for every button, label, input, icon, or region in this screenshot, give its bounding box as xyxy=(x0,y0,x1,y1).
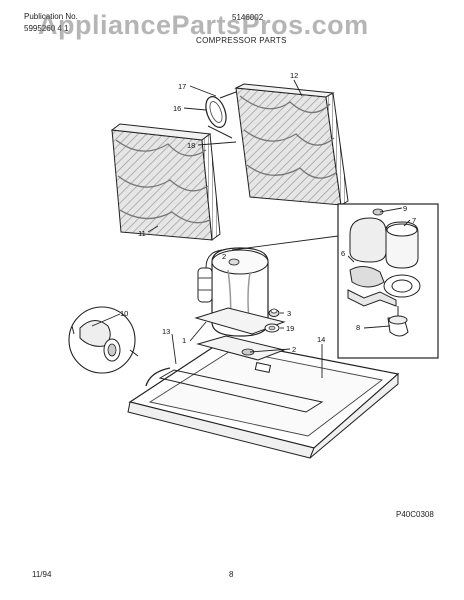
callout-13: 13 xyxy=(162,327,170,336)
callout-3: 3 xyxy=(287,309,291,318)
callout-2-top: 2 xyxy=(222,252,226,261)
callout-8: 8 xyxy=(356,323,360,332)
evaporator-coil xyxy=(110,123,221,241)
watermark: AppliancePartsPros.com xyxy=(38,10,369,40)
model-number: 5146002 xyxy=(232,13,264,22)
callout-11: 11 xyxy=(138,229,146,238)
diagram-code: P40C0308 xyxy=(396,510,434,519)
base-pan xyxy=(127,335,400,459)
publication-label: Publication No. xyxy=(24,12,78,21)
callout-2: 2 xyxy=(292,345,296,354)
compressor xyxy=(194,247,286,337)
overload-inset xyxy=(68,306,139,374)
callout-19: 19 xyxy=(286,324,294,333)
callout-10: 10 xyxy=(120,309,128,318)
publication-number: 5995260 4 1 xyxy=(24,24,69,33)
callout-14: 14 xyxy=(317,335,325,344)
capillary-tube xyxy=(205,91,237,139)
terminal-parts-inset xyxy=(337,203,439,359)
page-number: 8 xyxy=(229,570,234,579)
callout-1: 1 xyxy=(182,336,186,345)
grommet xyxy=(264,308,280,333)
callout-16: 16 xyxy=(173,104,181,113)
section-title: COMPRESSOR PARTS xyxy=(196,36,287,45)
condenser-coil xyxy=(234,83,349,206)
callout-labels: 17 12 16 18 11 9 7 6 2 10 3 13 19 1 2 14… xyxy=(120,71,416,354)
callout-7: 7 xyxy=(412,216,416,225)
leader-lines xyxy=(91,79,411,378)
callout-12: 12 xyxy=(290,71,298,80)
footer-date: 11/94 xyxy=(32,570,52,579)
callout-9: 9 xyxy=(403,204,407,213)
callout-17: 17 xyxy=(178,82,186,91)
callout-6: 6 xyxy=(341,249,345,258)
callout-18: 18 xyxy=(187,141,195,150)
